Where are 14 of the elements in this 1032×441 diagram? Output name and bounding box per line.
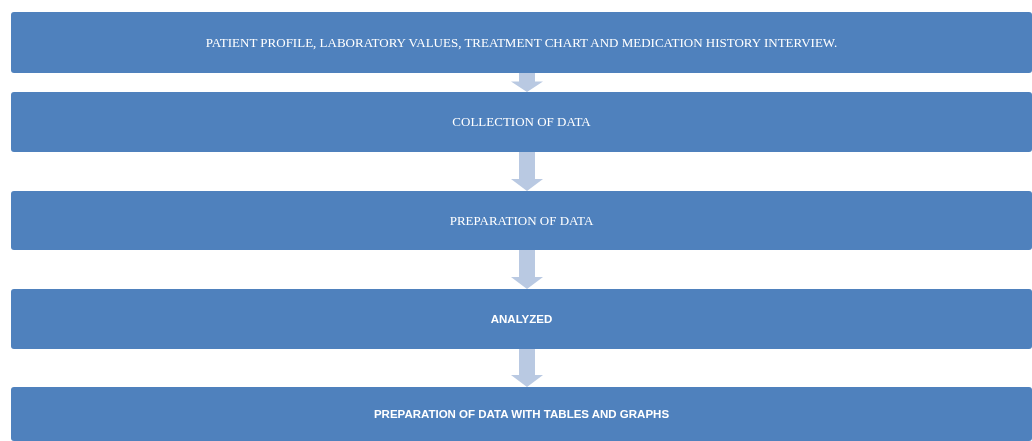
process-box [11, 12, 1032, 73]
box-label: PREPARATION OF DATA [449, 212, 594, 229]
process-box [11, 289, 1032, 349]
down-arrow [511, 152, 543, 191]
box-label: PATIENT PROFILE, LABORATORY VALUES, TREATMENT CHART AND MEDICATION HISTORY INTERVIEW. [205, 34, 838, 51]
process-box [11, 191, 1032, 250]
box-label: ANALYZED [490, 313, 553, 325]
down-arrow [511, 349, 543, 387]
down-arrow [511, 73, 543, 92]
process-box [11, 92, 1032, 152]
process-box [11, 387, 1032, 441]
box-label: PREPARATION OF DATA WITH TABLES AND GRAPHS [373, 408, 670, 420]
down-arrow [511, 250, 543, 289]
box-label: COLLECTION OF DATA [452, 114, 591, 130]
